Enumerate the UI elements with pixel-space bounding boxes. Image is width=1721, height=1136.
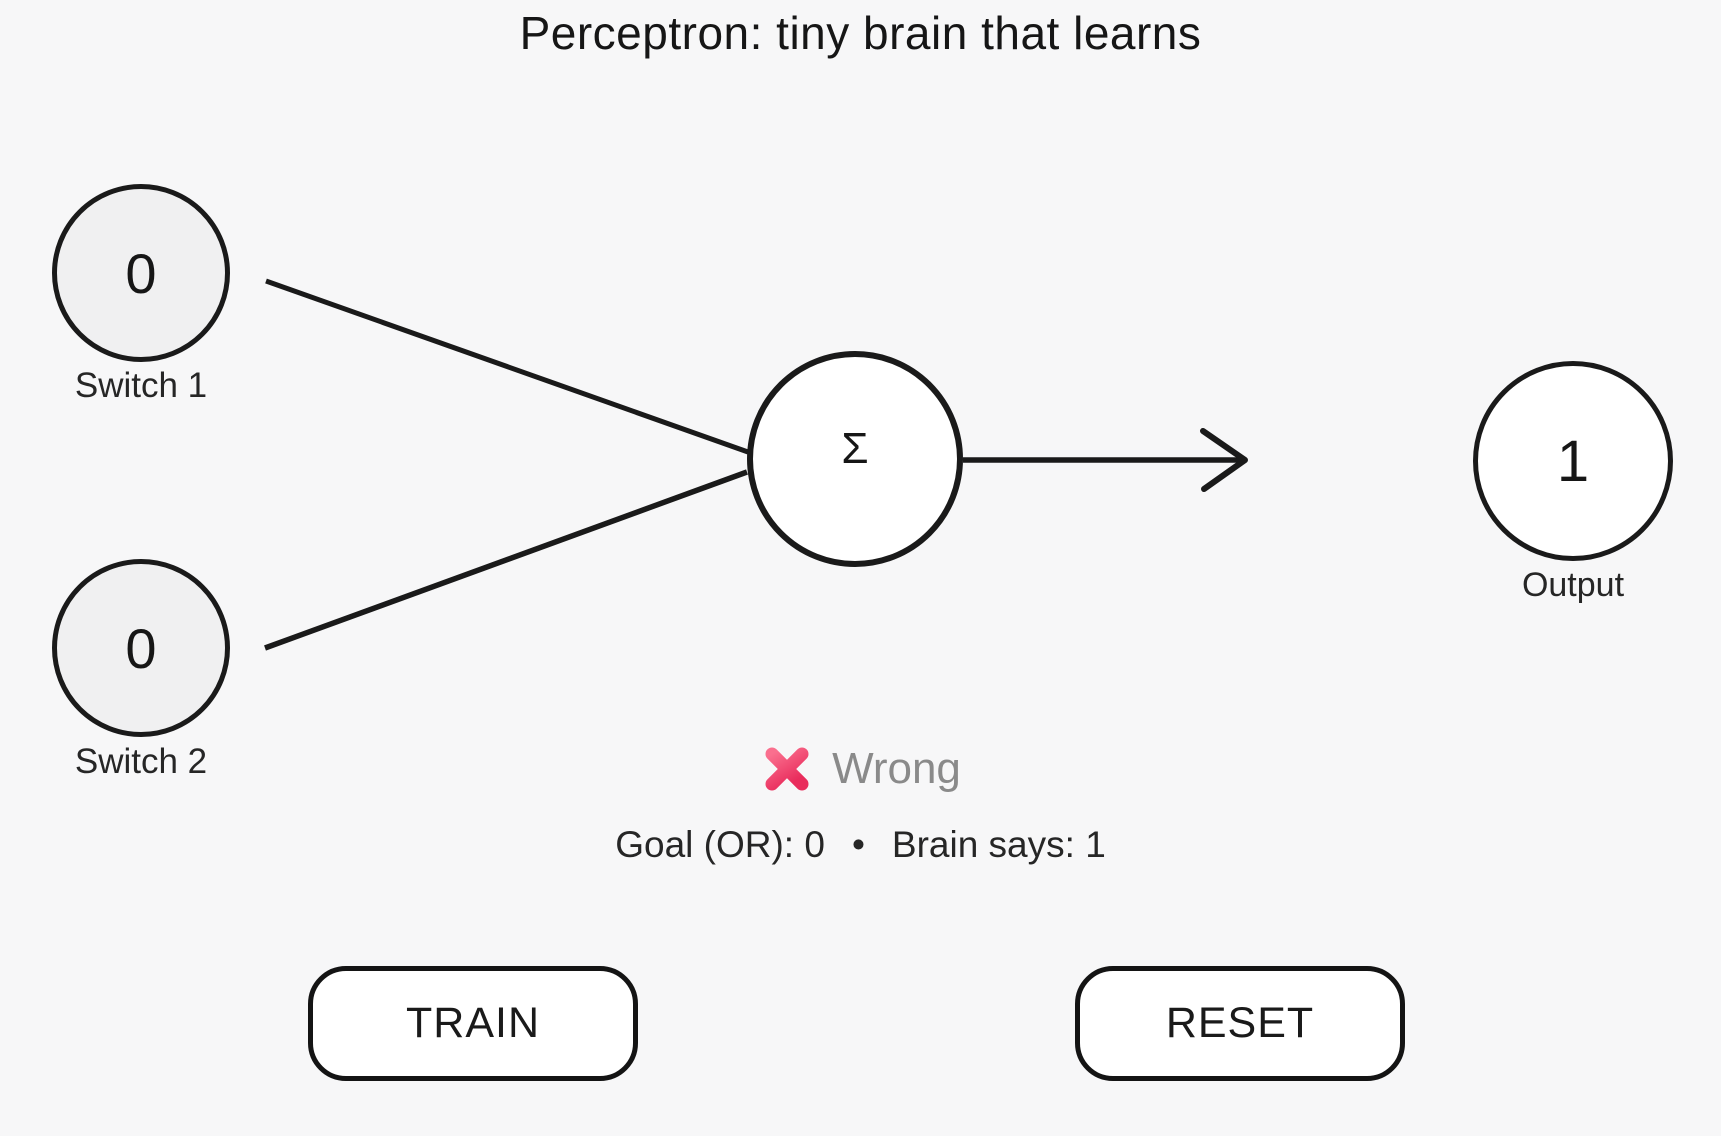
output-value: 1: [1556, 428, 1590, 494]
switch-2-node[interactable]: 0: [52, 559, 230, 737]
switch-1-label: Switch 1: [74, 366, 208, 405]
sigma-symbol: Σ: [841, 424, 869, 473]
output-label: Output: [1521, 566, 1625, 604]
train-button[interactable]: TRAIN: [308, 966, 638, 1081]
status-row: Wrong: [0, 742, 1721, 796]
verdict-text: Wrong: [832, 744, 961, 793]
cross-mark-icon: [765, 747, 809, 791]
output-arrow-head: [1200, 428, 1248, 492]
goal-row: Goal (OR): 0 • Brain says: 1: [0, 824, 1721, 866]
switch-1-node[interactable]: 0: [52, 184, 230, 362]
neuron-node: Σ: [747, 351, 963, 567]
connection-line-switch1: [265, 278, 749, 455]
reset-button[interactable]: RESET: [1075, 966, 1405, 1081]
output-node: 1: [1473, 361, 1673, 561]
page-title: Perceptron: tiny brain that learns: [519, 7, 1202, 59]
connection-line-switch2: [264, 469, 748, 651]
switch-2-value: 0: [125, 616, 157, 680]
switch-2-label: Switch 2: [74, 742, 208, 781]
brain-says-text: Brain says: 1: [891, 824, 1106, 865]
switch-1-value: 0: [125, 241, 157, 305]
goal-text: Goal (OR): 0: [615, 824, 825, 865]
separator-dot: •: [851, 824, 865, 865]
